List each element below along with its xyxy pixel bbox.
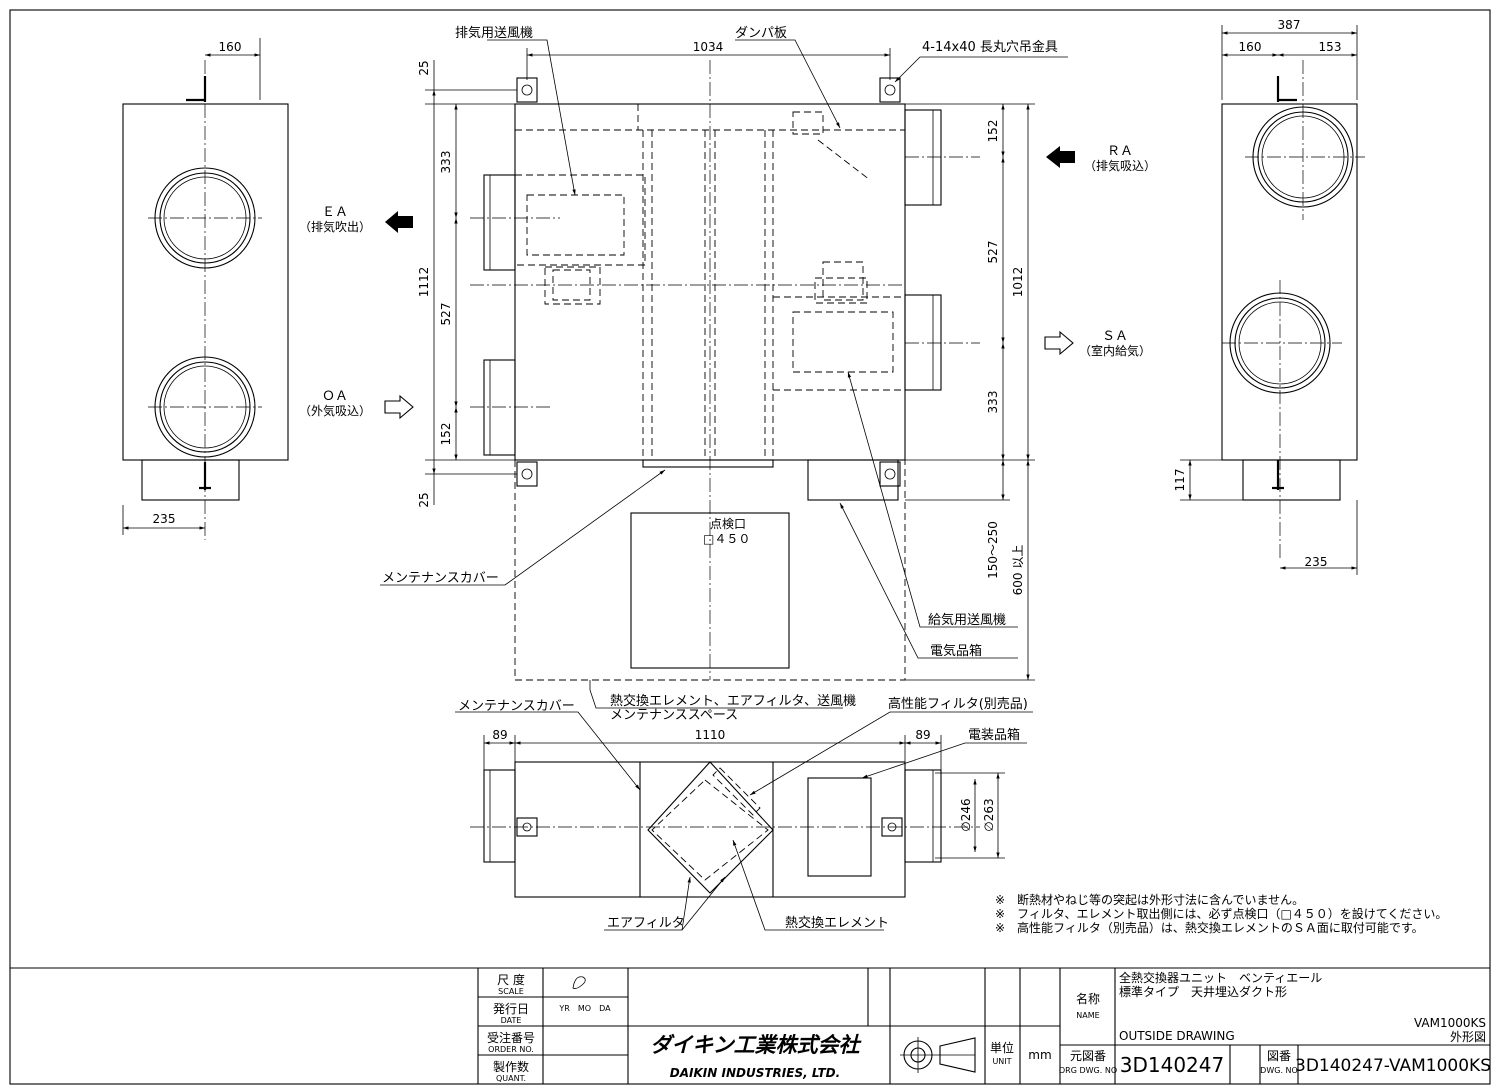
tb-outside-drawing: OUTSIDE DRAWING — [1119, 1029, 1235, 1043]
tb-dwg-jp: 図番 — [1267, 1049, 1291, 1063]
dim-bottom-89-right: 89 — [915, 728, 930, 742]
note-1: ※ 断熱材やねじ等の突起は外形寸法に含んでいません。 — [995, 892, 1304, 907]
dim-right-160: 160 — [1239, 40, 1262, 54]
label-inspection-port: 点検口 — [710, 517, 746, 531]
ra-label: ＲＡ — [1107, 144, 1133, 159]
label-maintenance-cover-1: メンテナンスカバー — [382, 571, 499, 586]
tb-date-en: DATE — [501, 1016, 522, 1025]
label-hepa-filter: 高性能フィルタ(別売品) — [888, 696, 1028, 712]
tb-date-fields: YR MO DA — [558, 1004, 611, 1013]
label-maintenance-space-1: 熱交換エレメント、エアフィルタ、送風機 — [610, 693, 856, 709]
label-exhaust-fan: 排気用送風機 — [455, 25, 533, 41]
sa-arrow-icon — [1044, 330, 1074, 356]
dim-front-152-left: 152 — [439, 423, 453, 446]
bottom-view — [455, 711, 1033, 931]
label-damper-plate: ダンパ板 — [735, 26, 787, 41]
note-3: ※ 高性能フィルタ（別売品）は、熱交換エレメントのＳＡ面に取付可能です。 — [995, 920, 1424, 935]
dim-bottom-89-left: 89 — [492, 728, 507, 742]
tb-scale-en: SCALE — [498, 987, 524, 996]
tb-orig-dwg-en: ORG DWG. NO — [1059, 1066, 1117, 1075]
dim-bottom-1110: 1110 — [695, 728, 726, 742]
label-maintenance-space-2: メンテナンススペース — [610, 708, 738, 723]
label-maintenance-cover-2: メンテナンスカバー — [458, 699, 575, 714]
note-2: ※ フィルタ、エレメント取出側には、必ず点検口（□４５０）を設けてください。 — [995, 906, 1447, 921]
dim-front-25-top: 25 — [417, 60, 431, 75]
label-heat-element: 熱交換エレメント — [785, 915, 889, 931]
dim-right-153: 153 — [1319, 40, 1342, 54]
dim-right-117: 117 — [1173, 469, 1187, 492]
tb-unit-en: UNIT — [992, 1057, 1011, 1066]
company-logo-jp: ダイキン工業株式会社 — [650, 1033, 861, 1057]
tb-model: VAM1000KS — [1414, 1016, 1486, 1030]
dim-front-1034: 1034 — [693, 40, 724, 54]
tb-name-en: NAME — [1076, 1011, 1099, 1020]
label-air-filter: エアフィルタ — [607, 916, 685, 931]
dim-right-235: 235 — [1305, 555, 1328, 569]
dim-bottom-263: ∅263 — [982, 798, 996, 831]
tb-order-en: ORDER NO. — [488, 1045, 534, 1054]
sa-label: ＳＡ — [1102, 329, 1128, 344]
title-block — [10, 967, 1490, 1084]
tb-date-jp: 発行日 — [493, 1002, 529, 1016]
tb-product-line1: 全熱交換器ユニット ベンティエール — [1119, 970, 1322, 985]
tb-qty-en: QUANT. — [496, 1074, 526, 1083]
oa-arrow-icon — [384, 394, 414, 420]
sheet-border — [9, 9, 1491, 1085]
label-electrical-box-2: 電装品箱 — [968, 727, 1020, 743]
dim-front-1112: 1112 — [417, 267, 431, 298]
tb-dwg-en: DWG. NO — [1260, 1066, 1298, 1075]
scale-symbol — [572, 976, 586, 989]
tb-qty-jp: 製作数 — [493, 1059, 529, 1074]
tb-scale-jp: 尺 度 — [497, 972, 525, 987]
tb-unit-jp: 単位 — [990, 1040, 1014, 1055]
tb-dwg-no: 3D140247-VAM1000KS — [1295, 1056, 1491, 1076]
label-hanger: 4-14x40 長丸穴吊金具 — [922, 39, 1058, 55]
ra-sublabel: （排気吸込） — [1084, 158, 1156, 173]
label-electrical-box-1: 電気品箱 — [930, 643, 982, 659]
dim-left-160: 160 — [219, 40, 242, 54]
left-side-view — [122, 38, 289, 540]
label-inspection-size: □４５０ — [703, 532, 750, 546]
dim-front-600: 600 以上 — [1011, 545, 1025, 596]
ea-sublabel: （排気吹出） — [299, 219, 371, 234]
dim-bottom-246: ∅246 — [959, 798, 973, 831]
ea-arrow-icon — [385, 211, 413, 233]
oa-label: ＯＡ — [322, 389, 348, 404]
dim-front-1012: 1012 — [1011, 267, 1025, 298]
tb-name-jp: 名称 — [1076, 991, 1100, 1006]
tb-order-jp: 受注番号 — [487, 1030, 535, 1045]
dim-front-333-left: 333 — [439, 151, 453, 174]
dim-right-387: 387 — [1278, 18, 1301, 32]
dim-front-150-250: 150～250 — [986, 521, 1000, 579]
front-view — [380, 39, 1068, 709]
dim-left-235: 235 — [153, 512, 176, 526]
tb-unit-value: mm — [1028, 1048, 1051, 1062]
ea-label: ＥＡ — [322, 205, 348, 220]
dim-front-152-right: 152 — [986, 120, 1000, 143]
tb-orig-dwg-no: 3D140247 — [1120, 1053, 1224, 1077]
dim-front-527-left: 527 — [439, 303, 453, 326]
right-side-view — [1180, 25, 1365, 575]
label-supply-fan: 給気用送風機 — [928, 612, 1006, 628]
dim-front-333-right: 333 — [986, 391, 1000, 414]
oa-sublabel: （外気吸込） — [299, 403, 371, 418]
tb-drawing-type: 外形図 — [1450, 1030, 1486, 1044]
dim-front-25-bottom: 25 — [417, 492, 431, 507]
sa-sublabel: （室内給気） — [1079, 343, 1151, 358]
ra-arrow-icon — [1046, 146, 1075, 168]
dim-front-527-right: 527 — [986, 241, 1000, 264]
tb-product-line2: 標準タイプ 天井埋込ダクト形 — [1119, 984, 1287, 999]
tb-orig-dwg-jp: 元図番 — [1070, 1049, 1106, 1063]
company-logo-en: DAIKIN INDUSTRIES, LTD. — [670, 1066, 840, 1080]
